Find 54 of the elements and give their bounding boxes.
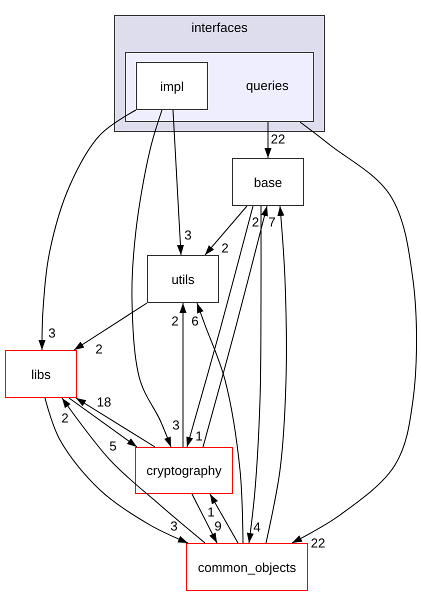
- directory-box: [232, 158, 304, 206]
- directory-name: base: [254, 174, 282, 190]
- cluster-title: queries: [246, 78, 289, 93]
- edge-label: 2: [171, 314, 179, 328]
- dependency-arrow: [172, 110, 184, 256]
- dependency-arrow: [264, 122, 272, 158]
- directory-cluster: [114, 15, 325, 132]
- directory-box: [136, 62, 208, 110]
- directory-name: cryptography: [146, 463, 222, 478]
- dependency-arrow: [292, 122, 418, 544]
- dependency-arrow: [202, 206, 268, 448]
- directory-name: common_objects: [198, 560, 296, 574]
- edge-label: 22: [310, 536, 326, 550]
- edge-label: 2: [61, 412, 69, 424]
- dependency-arrow: [62, 398, 206, 544]
- dependency-arrow: [186, 206, 254, 448]
- dependency-arrow: [44, 398, 188, 544]
- edge-label: 9: [214, 520, 222, 532]
- edge-label: 22: [270, 132, 286, 146]
- dependency-arrow: [192, 494, 218, 544]
- dependency-arrow: [68, 398, 138, 448]
- directory-name: libs: [31, 366, 51, 382]
- directory-box: [147, 255, 219, 303]
- edge-label: 2: [252, 216, 260, 228]
- dependency-arrow: [210, 494, 238, 544]
- directory-box: [5, 350, 77, 398]
- edge-label: 3: [170, 520, 178, 532]
- edge-label: 3: [172, 418, 180, 432]
- edge-label: 18: [96, 396, 112, 408]
- dependency-arrow: [38, 110, 136, 350]
- edge-label: 2: [95, 342, 103, 356]
- dependency-arrow: [196, 302, 244, 544]
- edge-label: 6: [191, 314, 199, 328]
- dependency-arrow: [76, 398, 156, 448]
- directory-cluster: [125, 52, 314, 122]
- edge-label: 5: [109, 440, 117, 452]
- edge-label: 7: [268, 216, 276, 228]
- dependency-arrow: [131, 110, 172, 448]
- dependency-arrow: [266, 206, 287, 544]
- dependency-arrow: [246, 206, 262, 544]
- directory-box: [186, 543, 308, 591]
- edge-label: 1: [195, 430, 203, 442]
- dependency-arrow: [180, 302, 186, 448]
- edge-label: 2: [221, 242, 229, 254]
- edge-label: 4: [253, 520, 261, 534]
- directory-name: impl: [160, 78, 184, 94]
- edge-label: 1: [207, 506, 215, 518]
- directory-box: [135, 447, 233, 494]
- cluster-title: interfaces: [191, 20, 248, 35]
- dependency-arrow: [204, 206, 248, 256]
- edge-label: 3: [48, 326, 56, 340]
- dependency-arrow: [74, 302, 148, 350]
- directory-name: utils: [171, 272, 195, 286]
- edge-label: 3: [184, 228, 192, 242]
